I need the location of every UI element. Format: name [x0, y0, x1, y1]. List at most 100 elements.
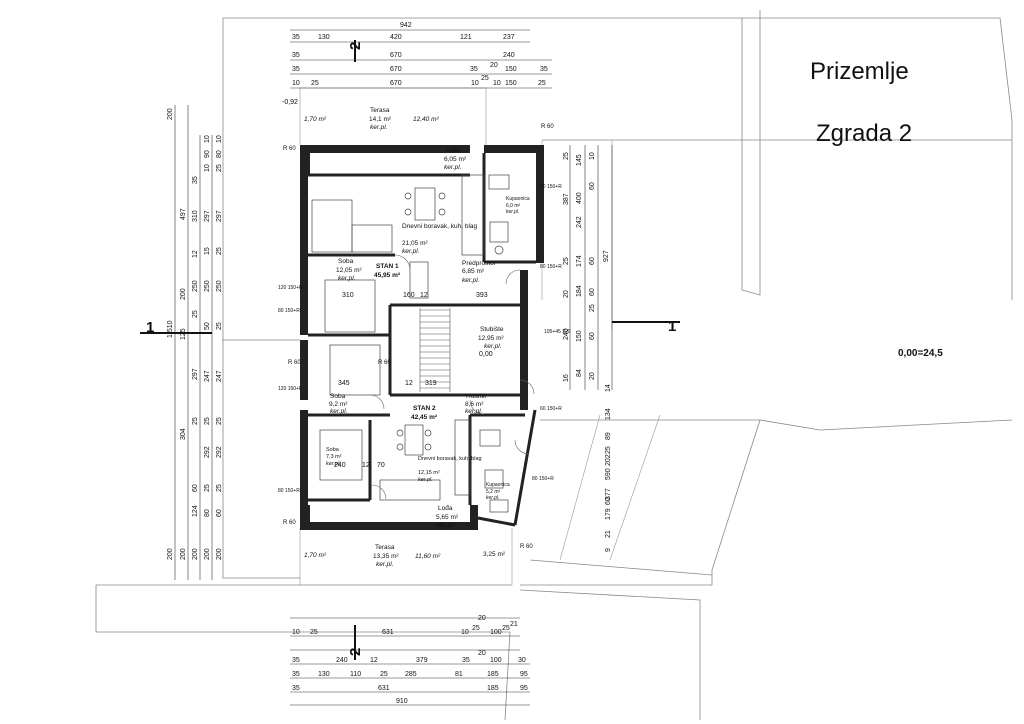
dim: 25: [204, 417, 211, 425]
wall-length: 160: [403, 292, 415, 299]
room-extra: 12,40 m²: [413, 116, 439, 123]
level-mark-stair: 0,00: [479, 351, 493, 358]
dim: 60: [216, 509, 223, 517]
dim: 35: [540, 66, 548, 73]
room-name: Lođa: [438, 505, 453, 512]
section-mark-2-bottom: 2: [347, 648, 364, 656]
dim: 1.510: [167, 320, 174, 338]
dim: 145: [576, 154, 583, 166]
dim: 12: [192, 250, 199, 258]
dim: 285: [405, 671, 417, 678]
dim: 292: [204, 446, 211, 458]
room-label-soba-1: Soba 12,05 m² ker.pl.: [336, 258, 362, 282]
room-finish: ker.pl.: [484, 343, 502, 350]
room-area: 13,35 m²: [373, 553, 399, 560]
room-label-hodnik: Hodnik 8,6 m² ker.pl.: [465, 393, 487, 415]
dim: 84: [576, 369, 583, 377]
dim: 20: [478, 650, 486, 657]
door-mark: 60 150+R: [540, 406, 562, 412]
room-finish: ker.pl.: [462, 277, 480, 284]
dim: 21: [510, 621, 518, 628]
room-label-loda-bottom: Lođa 5,65 m² ker.pl.: [436, 505, 459, 529]
dim: 130: [318, 34, 330, 41]
room-area: 7,3 m²: [326, 454, 342, 460]
room-finish: ker.pl.: [330, 408, 348, 415]
dim: 89: [605, 432, 612, 440]
dim: 25: [502, 625, 510, 632]
dim: 25: [216, 164, 223, 172]
room-label-kupaonica-1: Kupaonica 6,0 m² ker.pl.: [506, 196, 530, 215]
dim: 150: [505, 66, 517, 73]
dim: 200: [204, 548, 211, 560]
dim: 25: [216, 322, 223, 330]
dim: 21: [605, 530, 612, 538]
dim: 910: [396, 698, 408, 705]
dim: 250: [204, 280, 211, 292]
dim: 200: [180, 548, 187, 560]
elevation-reference: 0,00=24,5: [898, 348, 943, 359]
dim: 237: [503, 34, 515, 41]
dim: 240: [563, 328, 570, 340]
dim: 125: [180, 328, 187, 340]
room-label-dnevni-1: Dnevni boravak, kuh, blag 21,05 m² ker.p…: [402, 223, 478, 255]
dim: 60: [192, 484, 199, 492]
section-mark-1-left: 1: [146, 319, 154, 336]
dim: 20: [478, 615, 486, 622]
dim: 297: [216, 210, 223, 222]
room-name: Soba: [330, 393, 346, 400]
dim: 942: [400, 22, 412, 29]
wall-length: 310: [342, 292, 354, 299]
room-area: 8,6 m²: [465, 401, 484, 408]
dim: 247: [216, 370, 223, 382]
door-mark: 80 150+R: [540, 184, 562, 190]
wall-length: 240: [334, 462, 346, 469]
dim: 25: [310, 629, 318, 636]
room-finish: ker.pl.: [376, 561, 394, 568]
window-mark: R 60: [288, 360, 301, 366]
dim: 25: [204, 484, 211, 492]
door-mark: 80 150+R: [532, 476, 554, 482]
dim: 379: [416, 657, 428, 664]
dim: 310: [192, 210, 199, 222]
dim: 80: [204, 509, 211, 517]
dim: 179: [605, 508, 612, 520]
room-label-soba-3: Soba 7,3 m² ker.pl.: [326, 447, 342, 467]
dim: 200: [216, 548, 223, 560]
building-title: Zgrada 2: [816, 120, 913, 147]
wall-length: 393: [476, 292, 488, 299]
dim: 25: [563, 152, 570, 160]
side-area-bottom-left: 1,70 m²: [304, 552, 327, 559]
dim: 297: [204, 210, 211, 222]
dim: 25: [311, 80, 319, 87]
window-mark: R 60: [520, 544, 533, 550]
dim: 20: [589, 372, 596, 380]
dim: 15: [204, 247, 211, 255]
wall-length: 70: [377, 462, 385, 469]
wall-length-labels: 310 160 12 393 345 12 319 240 12 70: [334, 292, 488, 469]
room-area: 21,05 m²: [402, 240, 428, 247]
room-name: Dnevni boravak, kuh, blag: [402, 223, 478, 230]
dim: 50: [204, 322, 211, 330]
dim: 25: [589, 304, 596, 312]
room-area: 14,1 m²: [369, 116, 392, 123]
dim: 35: [462, 657, 470, 664]
room-finish: ker.pl.: [437, 522, 455, 529]
door-mark: 120 150+R: [278, 285, 303, 291]
room-area: 6,85 m²: [462, 268, 485, 275]
room-label-dnevni-2: Dnevni boravak, kuh, blag 12,15 m² ker.p…: [418, 456, 482, 483]
dim: 10: [216, 135, 223, 143]
door-mark: 80 150+R: [278, 308, 300, 314]
room-extra: 11,60 m²: [415, 553, 441, 560]
dim: 927: [603, 250, 610, 262]
dimension-lines: [174, 29, 613, 706]
dim: 150: [576, 330, 583, 342]
dim: 200: [180, 288, 187, 300]
room-label-terasa-bottom: Terasa 13,35 m² ker.pl. 11,60 m²: [373, 544, 441, 568]
dim: 90: [204, 150, 211, 158]
dims-top: 942 35 130 420 121 237 35 670 240 35 670…: [292, 22, 548, 87]
room-label-stubiste: Stubište 12,95 m² ker.pl.: [478, 326, 504, 350]
apartment-1-name: STAN 1: [376, 263, 399, 270]
room-name: Lođa: [446, 147, 461, 154]
